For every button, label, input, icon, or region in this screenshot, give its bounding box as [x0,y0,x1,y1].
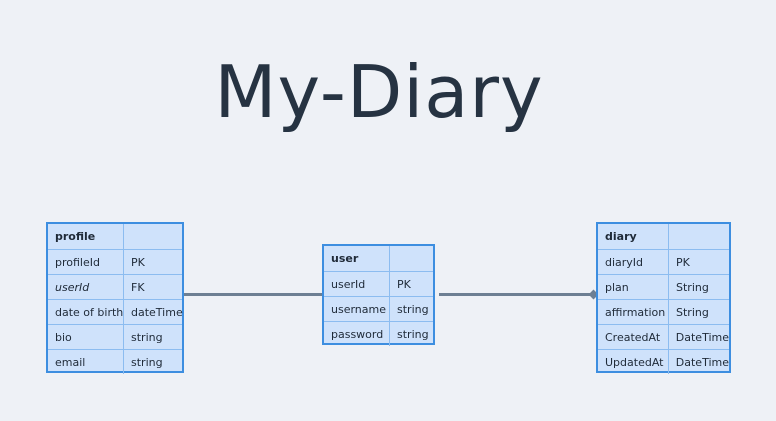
entity-header: user [324,246,433,271]
entity-name: diary [598,224,669,249]
field-type: dateTime [131,305,183,319]
entity-header: profile [48,224,182,249]
diagram-title: My-Diary [214,50,544,134]
entity-name: profile [48,224,124,249]
field-name: UpdatedAt [598,350,669,374]
field-name: email [48,350,124,374]
entity-row: affirmation String [598,299,729,324]
field-name: affirmation [598,300,669,324]
entity-row: userId FK [48,274,182,299]
field-type: FK [131,280,145,294]
entity-name: user [324,246,390,271]
entity-header-blank [124,224,182,249]
field-name: userId [48,275,124,299]
field-type: String [676,305,709,319]
entity-user[interactable]: user userId PK username string password … [322,244,435,346]
entity-header: diary [598,224,729,249]
field-name: date of birth [48,300,124,324]
entity-row: userId PK [324,271,433,296]
entity-diary[interactable]: diary diaryId PK plan String affirmation… [596,222,731,374]
entity-row: password string [324,321,433,346]
field-name: userId [324,272,390,296]
entity-row: profileId PK [48,249,182,274]
field-type: string [131,355,163,369]
field-type: DateTime [675,355,729,369]
entity-row: UpdatedAt DateTime [598,349,729,374]
field-type: PK [397,277,411,291]
entity-row: date of birth dateTime [48,299,183,324]
field-name: bio [48,325,124,349]
entity-row: username string [324,296,433,321]
entity-header-blank [390,246,433,271]
field-name: password [324,322,390,346]
entity-profile[interactable]: profile profileId PK userId FK date of b… [46,222,184,374]
field-type: string [131,330,163,344]
relationship-line-profile-user [184,293,322,296]
entity-row: CreatedAt DateTime [598,324,729,349]
field-name: CreatedAt [598,325,669,349]
field-type: PK [131,255,145,269]
field-type: string [397,302,429,316]
field-name: plan [598,275,669,299]
field-type: PK [676,255,690,269]
field-name: profileId [48,250,124,274]
field-type: String [676,280,709,294]
field-name: username [324,297,390,321]
field-name: diaryId [598,250,669,274]
field-type: string [397,327,429,341]
entity-row: email string [48,349,182,374]
relationship-line-user-diary [439,293,595,296]
entity-row: bio string [48,324,182,349]
field-type: DateTime [675,330,729,344]
entity-row: plan String [598,274,729,299]
entity-header-blank [669,224,729,249]
entity-row: diaryId PK [598,249,729,274]
